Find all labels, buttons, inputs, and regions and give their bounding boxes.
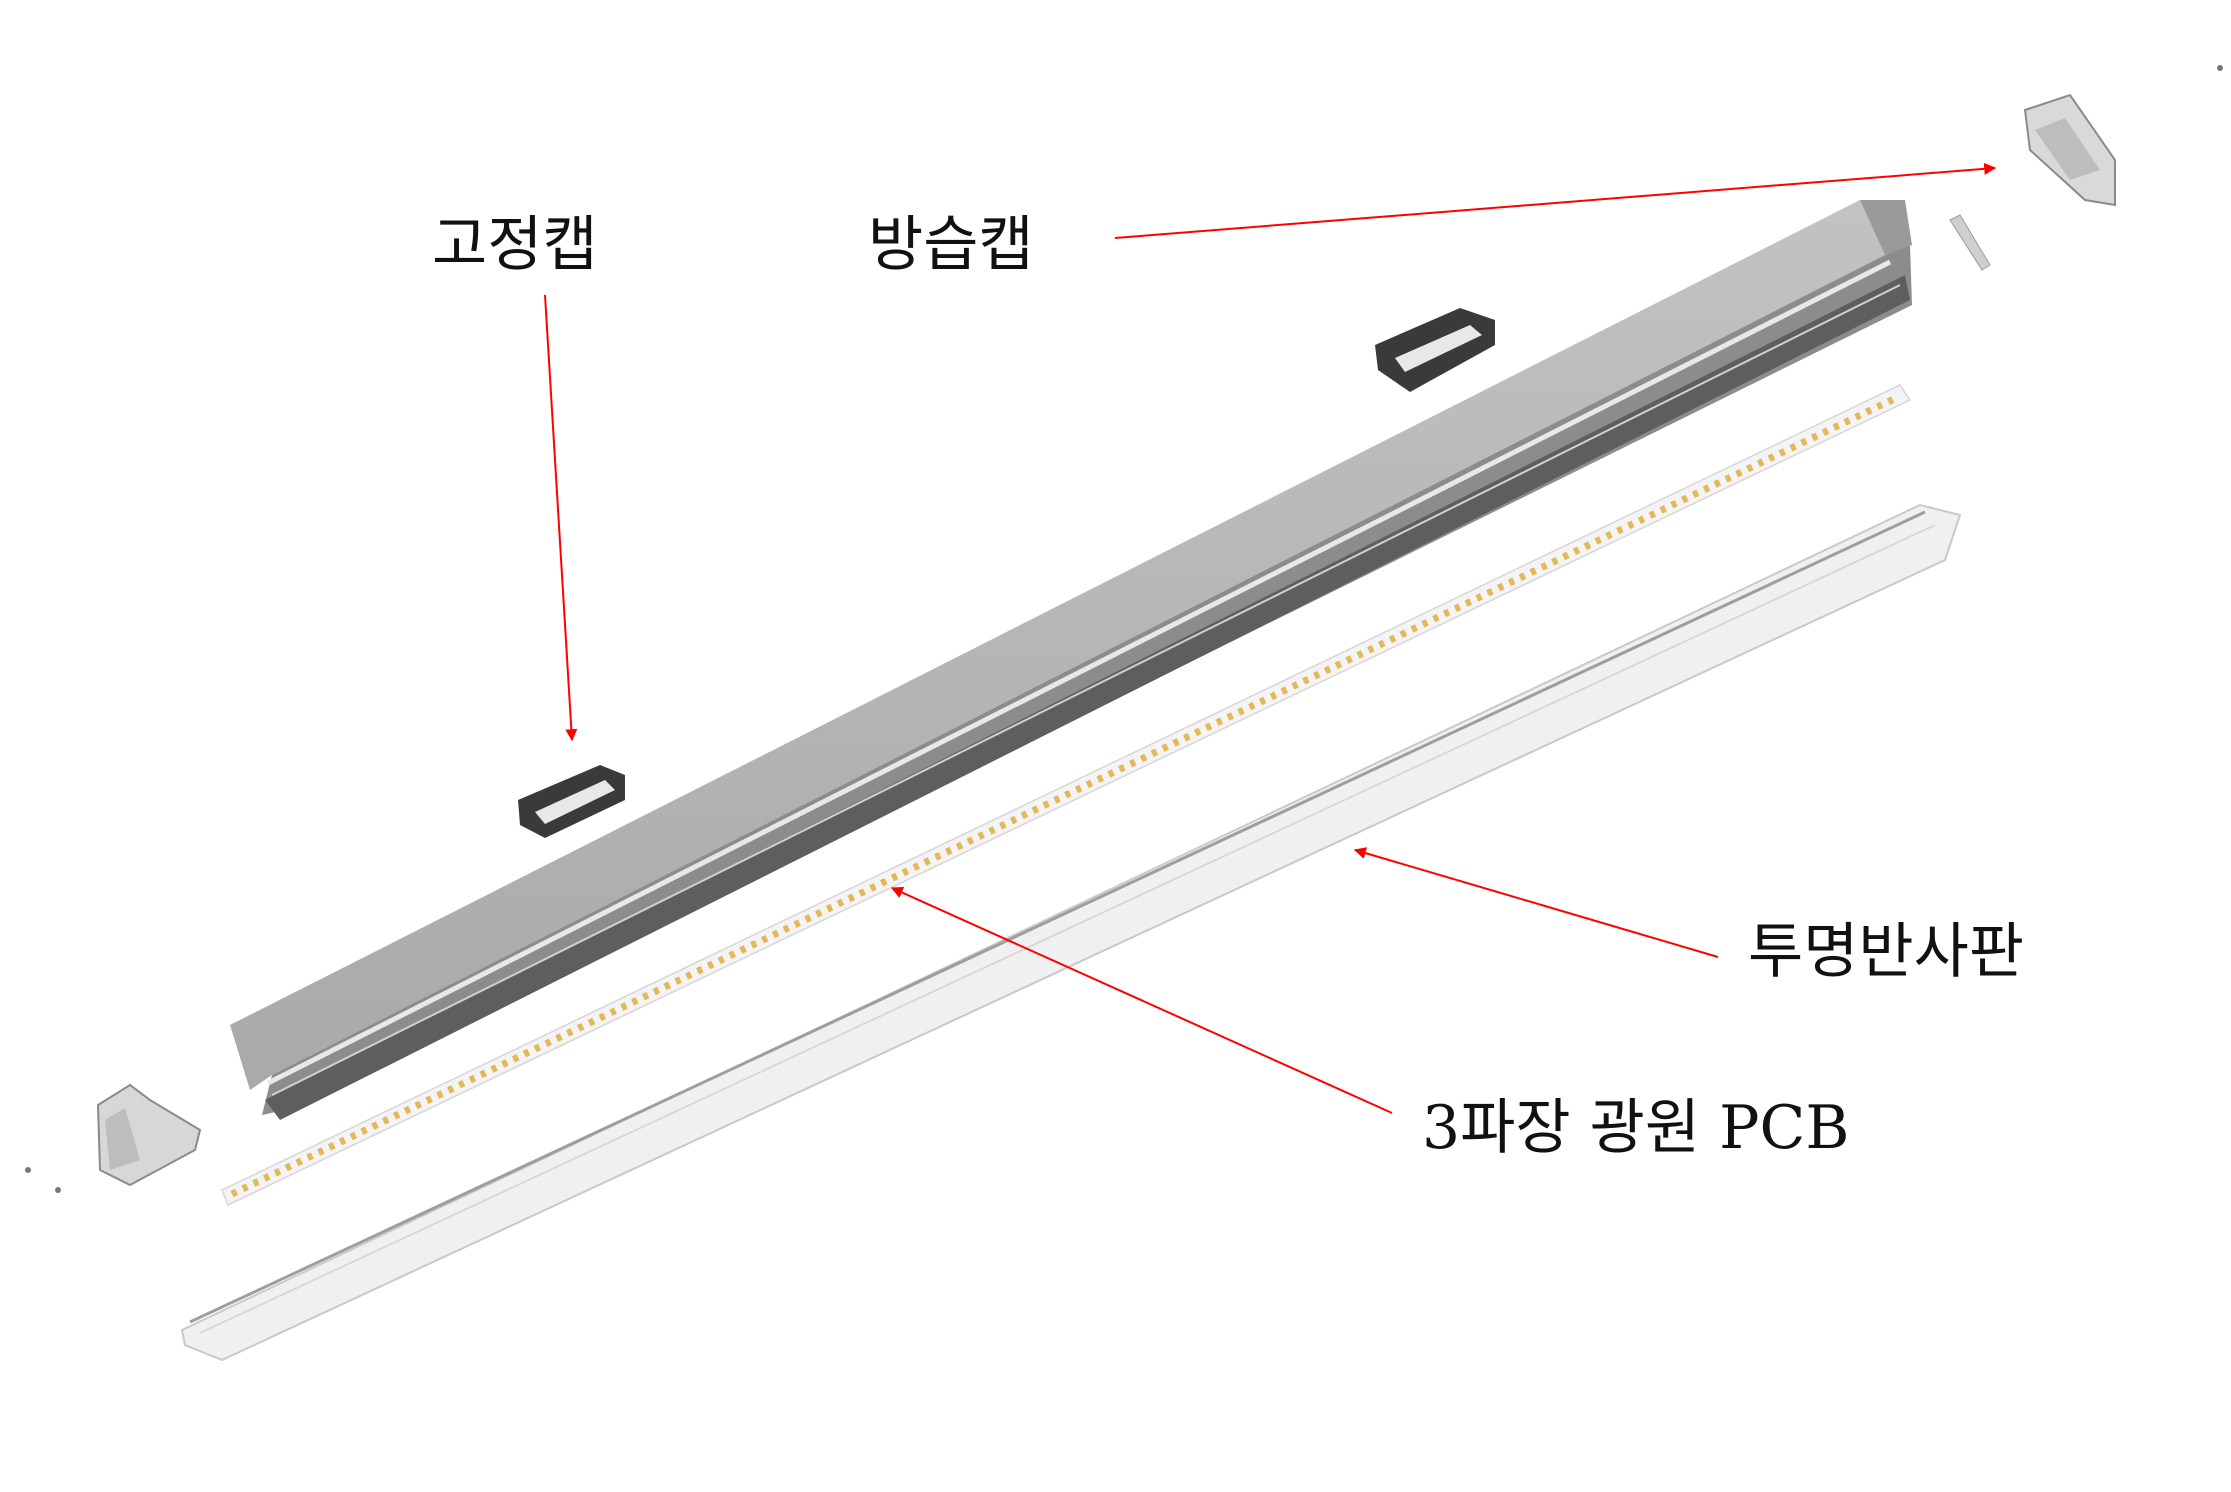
housing-highlight xyxy=(266,259,1892,1086)
arrow-moisture-cap xyxy=(1114,162,1997,239)
housing-top-face xyxy=(230,200,1905,1090)
left-end-cap xyxy=(25,1083,202,1193)
label-moisture-cap: 방습캡 xyxy=(868,210,1034,280)
right-cap-pin xyxy=(1949,214,1991,271)
reflector-body xyxy=(180,503,1962,1362)
housing-lower-rail xyxy=(265,275,1910,1120)
housing-highlight-2 xyxy=(271,284,1901,1096)
left-cap-detail xyxy=(105,1108,140,1170)
aluminium-housing xyxy=(230,200,1912,1120)
arrow-fixing-cap xyxy=(544,294,578,742)
arrow-pcb xyxy=(890,886,1393,1114)
right-moisture-cap xyxy=(1949,65,2223,271)
clip-left-face xyxy=(535,780,615,824)
arrow-reflector xyxy=(1353,847,1719,958)
screw-1 xyxy=(25,1167,31,1173)
transparent-reflector xyxy=(180,503,1962,1362)
pointer-arrows xyxy=(544,162,1997,1114)
label-reflector: 투명반사판 xyxy=(1748,917,2024,987)
right-cap-detail xyxy=(2035,118,2100,180)
label-fixing-cap: 고정캡 xyxy=(432,210,598,280)
screw-2 xyxy=(55,1187,61,1193)
reflector-rib xyxy=(189,510,1926,1324)
housing-end-face xyxy=(1860,200,1912,255)
label-pcb: 3파장 광원 PCB xyxy=(1422,1093,1850,1163)
led-pcb-strip xyxy=(221,384,1912,1207)
reflector-rib-2 xyxy=(199,524,1936,1334)
clip-right-face xyxy=(1395,325,1482,372)
screw-3 xyxy=(2217,65,2223,71)
fixing-clip-right xyxy=(1375,308,1495,392)
led-chips xyxy=(230,394,1898,1198)
fixing-clip-left xyxy=(518,765,625,838)
